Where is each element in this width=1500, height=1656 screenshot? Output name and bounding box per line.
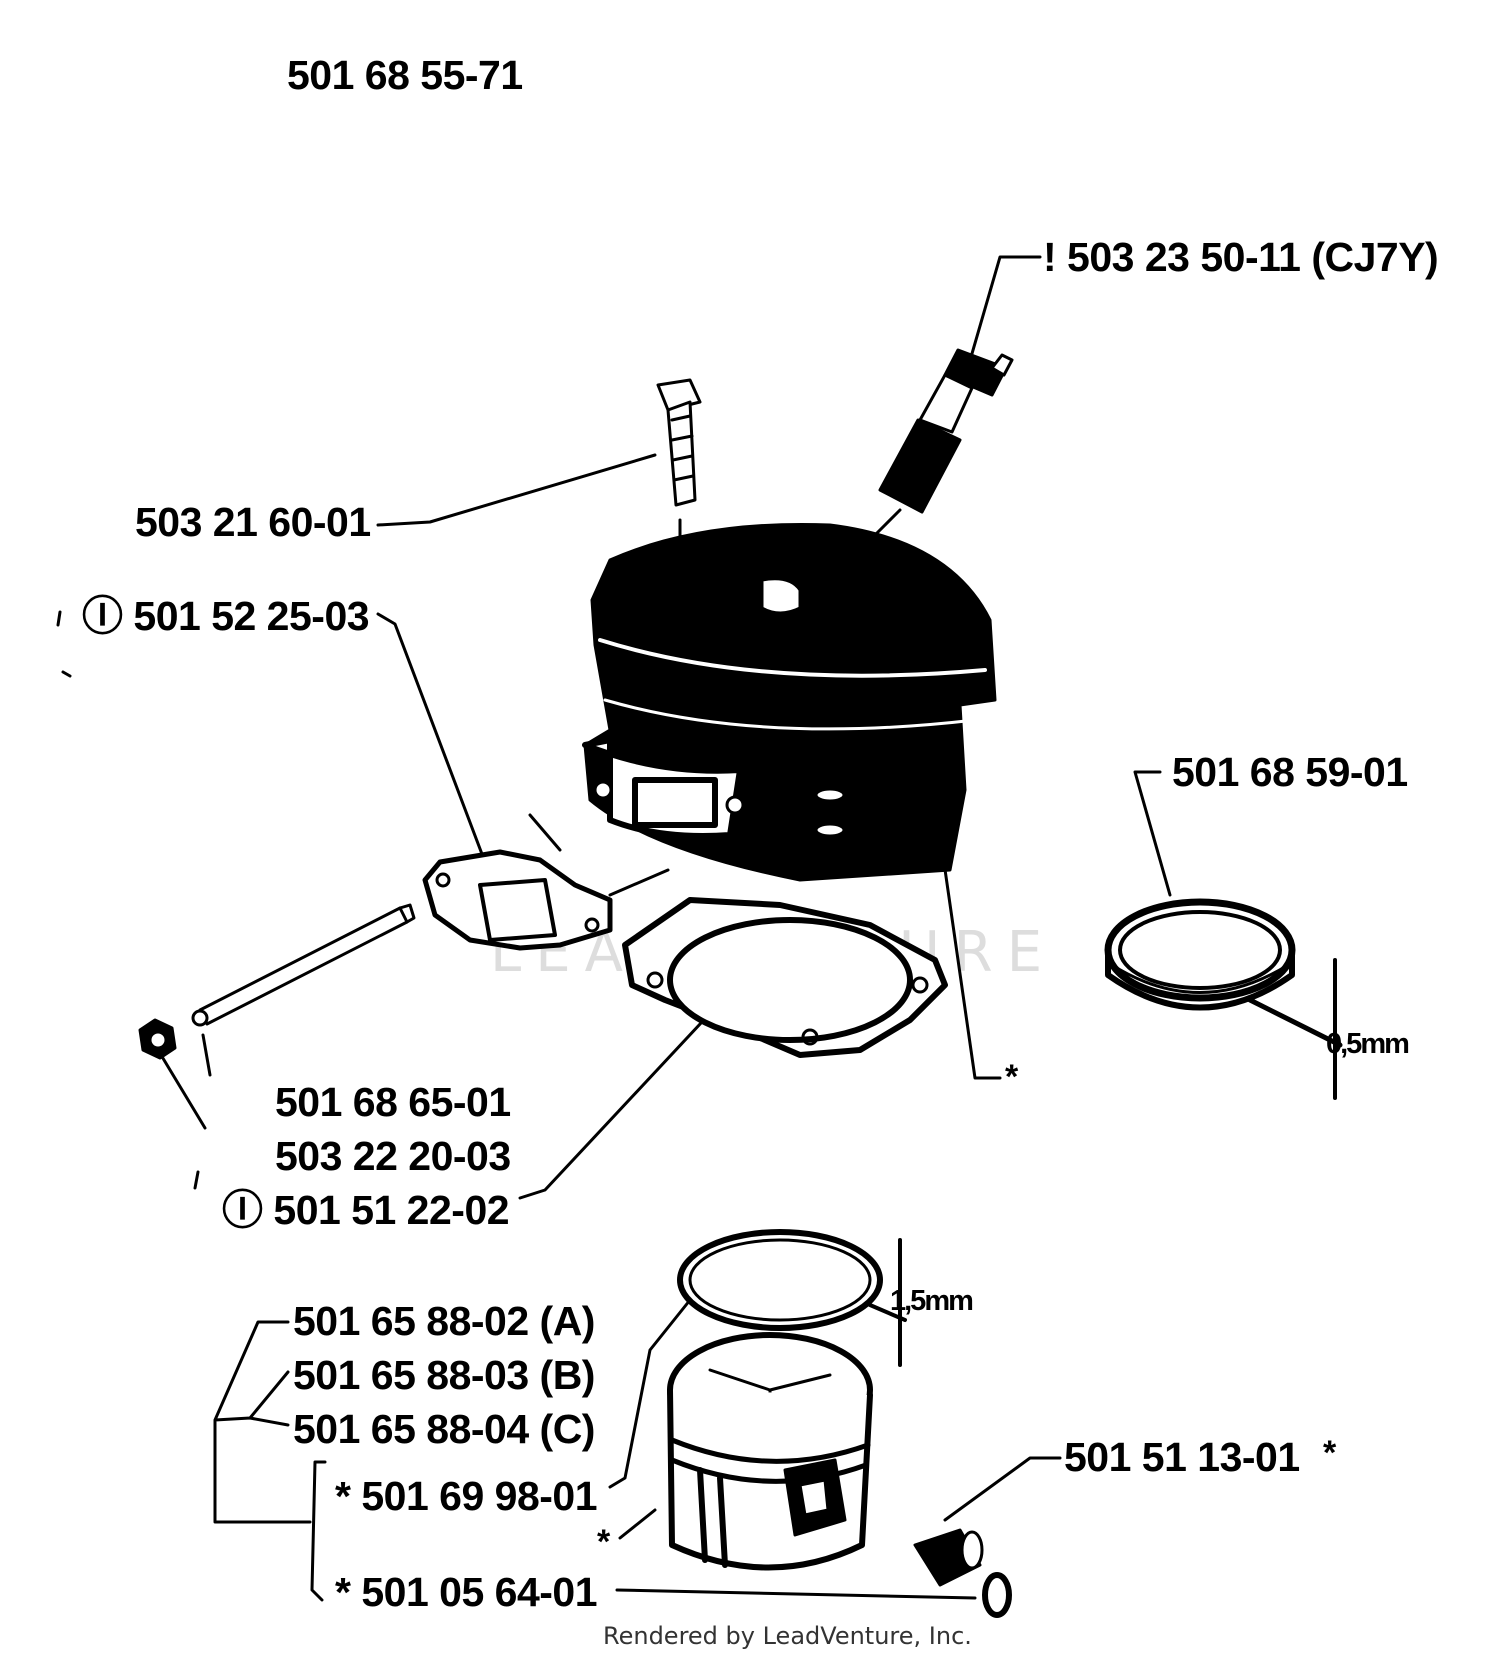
label-base-gasket-3: Ⓘ 501 51 22-02 [222, 1187, 510, 1233]
label-piston-asterisk: * [597, 1523, 610, 1561]
small-mark-3 [193, 1170, 200, 1190]
label-base-gasket-1: 501 68 65-01 [275, 1079, 511, 1125]
label-piston-pin: 501 51 13-01 [1064, 1434, 1300, 1480]
leader-piston-pin [943, 1456, 1062, 1522]
exhaust-gasket-shape [422, 813, 670, 951]
label-piston-ring-dimension: 1,5mm [890, 1285, 974, 1317]
label-piston-c: 501 65 88-04 (C) [293, 1406, 595, 1452]
label-base-gasket-2: 503 22 20-03 [275, 1133, 511, 1179]
leader-cylinder-ring [1133, 770, 1172, 897]
leader-screw-nut [156, 1048, 207, 1130]
base-gasket-shape [622, 897, 948, 1058]
label-piston-ring: * 501 69 98-01 [335, 1473, 598, 1519]
leader-piston-ring [608, 1298, 692, 1489]
screw-shape [656, 378, 702, 572]
label-spark-plug: ! 503 23 50-11 (CJ7Y) [1043, 234, 1439, 280]
small-mark-1 [56, 610, 62, 627]
small-mark-2 [61, 670, 72, 678]
spark-plug-shape [868, 348, 1014, 542]
piston-ring-shape [677, 1229, 907, 1367]
cylinder-shape [582, 522, 997, 882]
leader-screw [376, 453, 657, 527]
piston-group-bracket [213, 1320, 312, 1524]
label-exhaust-gasket: Ⓘ 501 52 25-03 [82, 593, 370, 639]
stud-shape [191, 903, 416, 1077]
label-piston-a: 501 65 88-02 (A) [293, 1298, 595, 1344]
nut-shape [138, 1018, 177, 1060]
cylinder-ring-shape [1104, 898, 1343, 1100]
leader-piston-asterisk [618, 1508, 657, 1540]
label-ring-dimension: 0,5mm [1326, 1028, 1410, 1060]
circlip-shape [982, 1572, 1012, 1618]
label-circlip: * 501 05 64-01 [335, 1569, 598, 1615]
piston-pin-shape [913, 1528, 984, 1587]
label-cylinder-ring: 501 68 59-01 [1172, 749, 1408, 795]
label-piston-pin-asterisk: * [1323, 1434, 1336, 1472]
piston-sub-bracket [310, 1460, 327, 1602]
leader-spark-plug [958, 255, 1042, 397]
label-screw: 503 21 60-01 [135, 499, 371, 545]
label-piston-b: 501 65 88-03 (B) [293, 1352, 595, 1398]
piston-shape [667, 1332, 873, 1571]
leader-exhaust-gasket [376, 612, 490, 872]
leader-circlip [615, 1588, 977, 1600]
assembly-number: 501 68 55-71 [287, 52, 523, 98]
leader-cylinder-asterisk [933, 798, 1002, 1080]
leader-base-gasket [518, 1006, 717, 1200]
footer-credit: Rendered by LeadVenture, Inc. [603, 1622, 972, 1650]
label-cylinder-asterisk: * [1005, 1058, 1018, 1096]
